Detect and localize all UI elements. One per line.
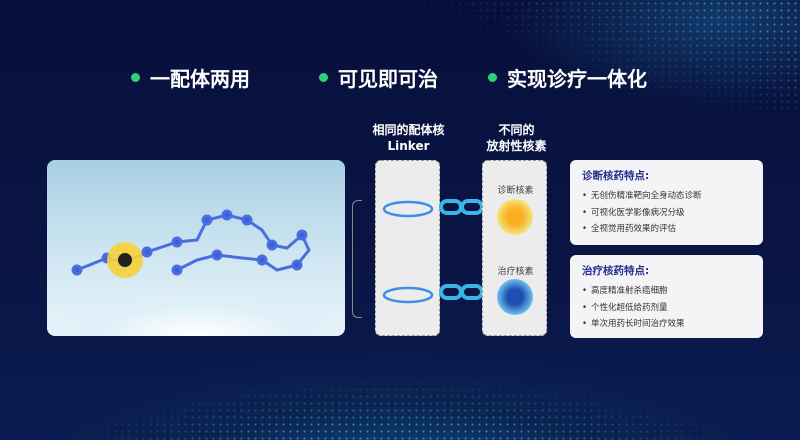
ligand-label: 相同的配体核 Linker bbox=[366, 122, 451, 154]
molecule-illustration bbox=[71, 209, 311, 278]
ligand-molecule-icon bbox=[382, 286, 434, 304]
nuclide-column: 诊断核素 治疗核素 bbox=[482, 160, 547, 336]
headline-3: 实现诊疗一体化 bbox=[488, 63, 647, 92]
card-title: 治疗核药特点: bbox=[582, 265, 650, 277]
therapeutic-nuclide-label: 治疗核素 bbox=[497, 267, 534, 277]
bullet-icon bbox=[131, 73, 140, 82]
molecule-image bbox=[47, 160, 345, 336]
ligand-column bbox=[375, 160, 440, 336]
bullet-icon bbox=[488, 73, 497, 82]
ligand-label-line1: 相同的配体核 bbox=[372, 123, 445, 137]
list-item: 可视化医学影像病况分级 bbox=[582, 205, 751, 222]
list-item: 单次用药长时间治疗效果 bbox=[582, 316, 751, 333]
chain-icon bbox=[439, 284, 463, 300]
nuclide-label: 不同的放射性核素 bbox=[474, 122, 559, 154]
bullet-icon bbox=[319, 73, 328, 82]
therapeutic-card: 治疗核药特点: 高度精准射杀癌细胞个性化超低给药剂量单次用药长时间治疗效果 bbox=[570, 255, 763, 338]
chain-icon bbox=[460, 284, 484, 300]
list-item: 全视觉用药效果的评估 bbox=[582, 221, 751, 238]
nuclide-label-line2: 放射性核素 bbox=[486, 139, 547, 153]
headline-text: 实现诊疗一体化 bbox=[507, 67, 647, 91]
ligand-molecule-icon bbox=[382, 200, 434, 218]
headline-2: 可见即可治 bbox=[319, 63, 438, 92]
radiation-blue-icon bbox=[497, 279, 533, 315]
dot-wave-top-right bbox=[400, 0, 800, 110]
card-title: 诊断核药特点: bbox=[582, 170, 650, 182]
dot-wave-bottom bbox=[0, 330, 800, 440]
headline-text: 可见即可治 bbox=[338, 67, 438, 91]
ligand-label-line2: Linker bbox=[387, 139, 430, 153]
chain-icon bbox=[439, 199, 463, 215]
nuclide-label-line1: 不同的 bbox=[498, 123, 535, 137]
chain-icon bbox=[460, 199, 484, 215]
radiation-yellow-icon bbox=[497, 199, 533, 235]
diagnostic-nuclide-label: 诊断核素 bbox=[497, 186, 534, 196]
list-item: 无创伤精准靶向全身动态诊断 bbox=[582, 188, 751, 205]
diagnostic-card: 诊断核药特点: 无创伤精准靶向全身动态诊断可视化医学影像病况分级全视觉用药效果的… bbox=[570, 160, 763, 245]
list-item: 个性化超低给药剂量 bbox=[582, 300, 751, 317]
chain-links bbox=[439, 199, 484, 300]
headline-1: 一配体两用 bbox=[131, 63, 250, 92]
headline-text: 一配体两用 bbox=[150, 67, 250, 91]
list-item: 高度精准射杀癌细胞 bbox=[582, 283, 751, 300]
bracket bbox=[352, 200, 362, 318]
ligand-molecules bbox=[382, 200, 434, 304]
